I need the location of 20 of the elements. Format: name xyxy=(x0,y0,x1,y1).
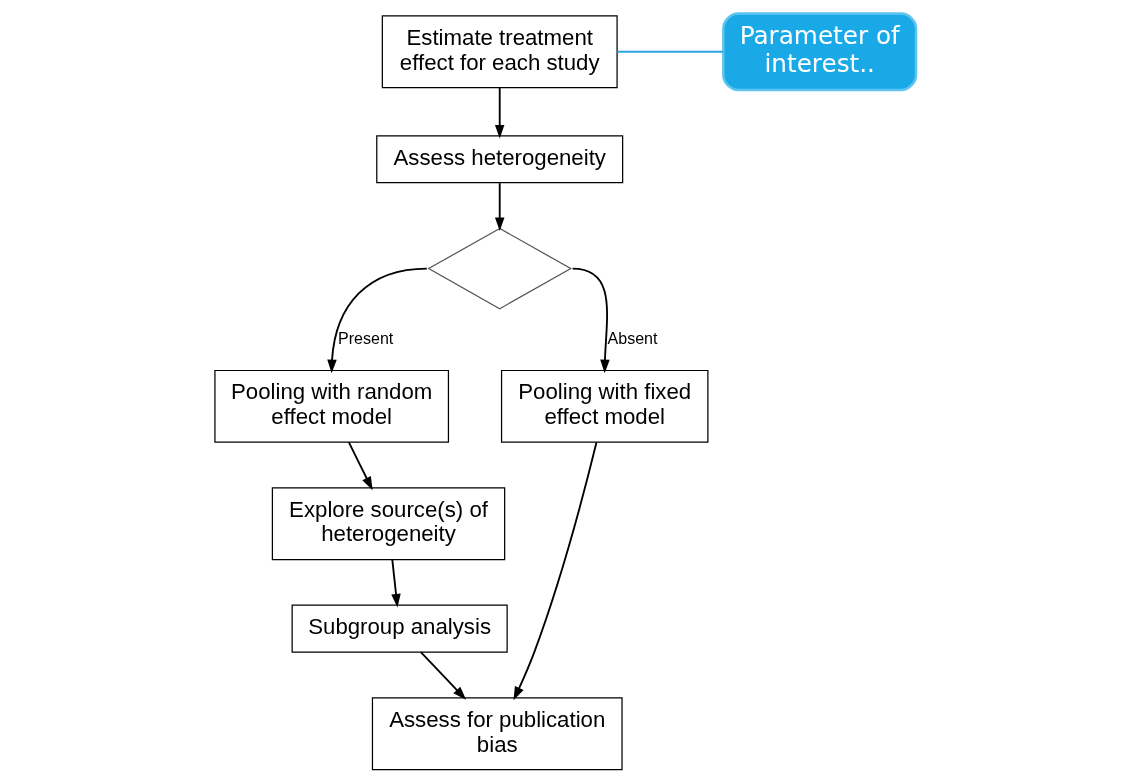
node-box: Parameter of interest.. xyxy=(721,12,917,92)
arrow xyxy=(494,182,504,232)
node-box: Assess for publication bias xyxy=(371,697,623,771)
node-box: Subgroup analysis xyxy=(291,604,508,653)
arrow xyxy=(347,441,373,491)
arrow xyxy=(419,651,466,700)
node-box: Assess heterogeneity xyxy=(375,135,623,184)
node-box: Explore source(s) of heterogeneity xyxy=(271,487,505,561)
node-box: Pooling with random effect model xyxy=(213,369,449,443)
node-box: Pooling with fixed effect model xyxy=(500,369,708,443)
edge-label: Absent xyxy=(607,328,658,347)
edge-label: Present xyxy=(337,328,393,347)
arrow xyxy=(326,267,428,374)
connector xyxy=(615,50,724,53)
arrow xyxy=(390,558,401,608)
arrow xyxy=(512,441,597,701)
arrow xyxy=(494,87,504,139)
arrow xyxy=(571,267,610,374)
node-diamond xyxy=(426,227,572,310)
node-box: Estimate treatment effect for each study xyxy=(381,15,618,89)
